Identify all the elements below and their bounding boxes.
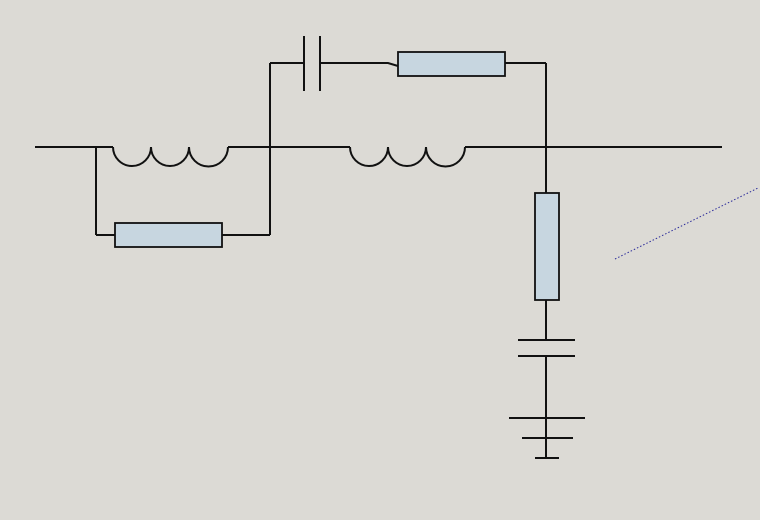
inductor-2 [349, 146, 466, 168]
dotted-guide-line [614, 187, 759, 260]
top-wire-to-resistor [320, 62, 399, 67]
resistor-shunt [534, 192, 560, 301]
inductor-1 [112, 146, 229, 168]
resistor-parallel [114, 222, 223, 248]
resistor-top [397, 51, 506, 77]
